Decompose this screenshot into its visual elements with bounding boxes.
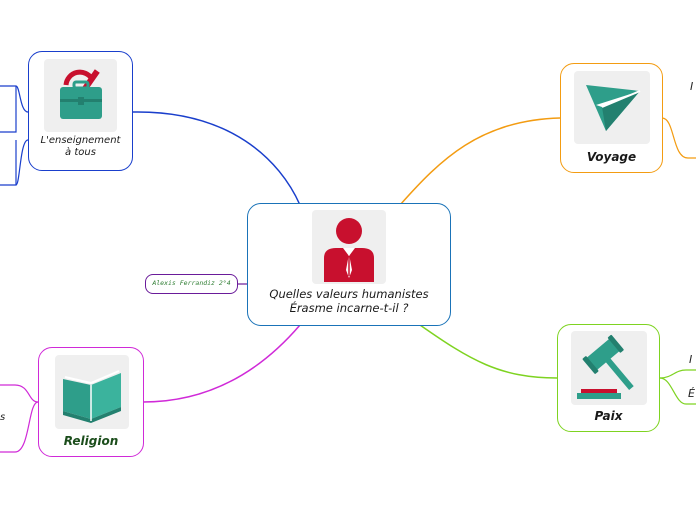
religion-child-fragment: s xyxy=(0,412,6,423)
paper-plane-icon xyxy=(586,85,641,131)
book-icon xyxy=(63,370,121,423)
edge-paix-child-1 xyxy=(659,369,696,379)
enseignement-icon-tile xyxy=(44,59,117,132)
edge-paix xyxy=(419,324,558,379)
edge-voyage-child xyxy=(661,117,696,159)
edge-voyage xyxy=(399,117,561,206)
paix-label: Paix xyxy=(594,409,623,423)
edge-religion-child-1 xyxy=(0,384,39,403)
voyage-label: Voyage xyxy=(586,150,637,164)
edge-paix-child-2 xyxy=(659,377,696,405)
enseignement-label: L'enseignement à tous xyxy=(29,135,132,159)
enseignement-label-line1: L'enseignement xyxy=(40,135,121,146)
edge-enseignement-child-2 xyxy=(0,86,17,133)
author-chip[interactable]: Alexis Ferrandiz 2°4 xyxy=(145,274,238,294)
edge-religion-child-2 xyxy=(0,401,39,453)
center-label-line2: Érasme incarne-t-il ? xyxy=(289,300,409,315)
center-label: Quelles valeurs humanistes Érasme incarn… xyxy=(248,287,450,316)
edge-religion xyxy=(142,324,301,403)
enseignement-label-line2: à tous xyxy=(65,147,96,158)
person-icon xyxy=(324,218,374,282)
node-religion[interactable]: Religion xyxy=(38,347,144,457)
gavel-icon xyxy=(577,334,634,399)
center-label-line1: Quelles valeurs humanistes xyxy=(269,287,429,301)
center-icon-tile xyxy=(312,210,386,284)
paix-icon-tile xyxy=(571,331,647,405)
religion-icon-tile xyxy=(55,355,129,429)
paix-child-fragment-2: É xyxy=(688,387,695,400)
node-enseignement[interactable]: L'enseignement à tous xyxy=(28,51,133,171)
briefcase-icon xyxy=(60,69,102,119)
religion-label: Religion xyxy=(63,434,119,448)
edge-enseignement xyxy=(131,111,301,206)
node-center[interactable]: Quelles valeurs humanistes Érasme incarn… xyxy=(247,203,451,326)
node-voyage[interactable]: Voyage xyxy=(560,63,663,173)
paix-child-fragment-1: I xyxy=(689,353,693,366)
edge-enseignement-child-1 xyxy=(0,85,29,113)
voyage-child-fragment: I xyxy=(690,80,694,93)
edge-enseignement-child-3 xyxy=(0,139,29,186)
node-paix[interactable]: Paix xyxy=(557,324,660,432)
voyage-icon-tile xyxy=(574,71,650,144)
